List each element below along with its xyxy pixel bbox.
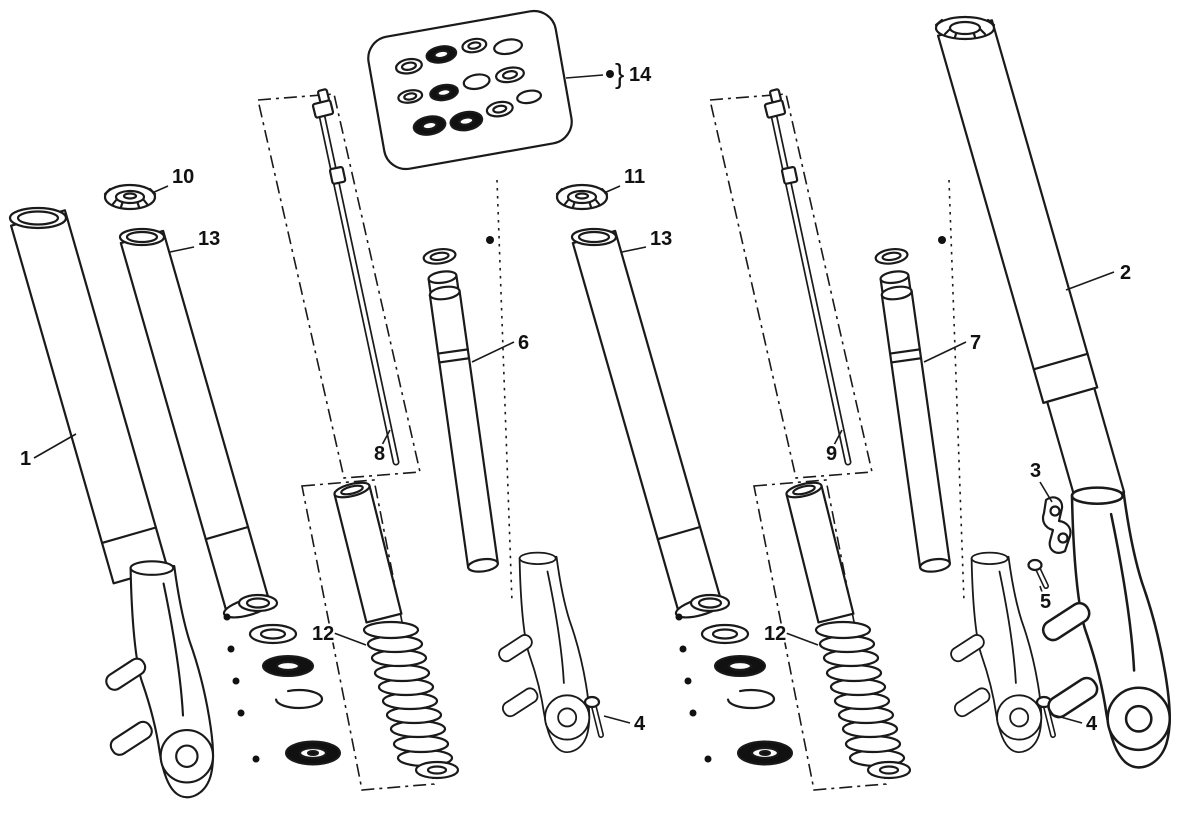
fork-cap-installed (934, 15, 996, 41)
callout-4-right: 4 (1086, 713, 1098, 735)
callout-14: 14 (629, 64, 652, 86)
leader-4-right (1049, 713, 1083, 724)
callout-3: 3 (1030, 460, 1041, 482)
callout-2: 2 (1120, 262, 1131, 284)
leader-13-left (169, 246, 195, 253)
leader-13-right (621, 246, 647, 253)
callout-8: 8 (374, 443, 385, 465)
leader-10 (151, 185, 169, 194)
leader-7 (923, 341, 967, 363)
callout-10: 10 (172, 166, 194, 188)
callout-5: 5 (1040, 591, 1051, 613)
leader-12-right (785, 632, 819, 646)
leader-2 (1065, 271, 1115, 291)
screw-part-5 (1027, 558, 1049, 589)
right-fork-leg (934, 15, 1172, 769)
leader-1 (33, 433, 77, 459)
kit-anchor-dot (606, 70, 614, 78)
callout-12-right: 12 (764, 623, 786, 645)
leader-3 (1039, 481, 1053, 503)
callout-1: 1 (20, 448, 31, 470)
clamp-part-3 (1041, 496, 1072, 554)
leader-5 (1039, 585, 1045, 599)
seal-kit (367, 9, 573, 171)
callout-7: 7 (970, 332, 981, 354)
callout-6: 6 (518, 332, 529, 354)
callout-14-brace: } (615, 58, 624, 89)
callout-13-right: 13 (650, 228, 672, 250)
leader-12-left (333, 632, 367, 646)
leader-11 (603, 185, 621, 194)
leader-14 (565, 74, 604, 79)
leader-lines (33, 70, 1115, 724)
left-fork-leg (8, 206, 215, 799)
leader-8 (381, 429, 391, 446)
callout-11: 11 (624, 166, 645, 188)
callout-13-left: 13 (198, 228, 220, 250)
leader-4-left (603, 715, 631, 724)
leader-9 (833, 429, 843, 446)
callout-labels: 1 2 3 4 4 5 6 7 8 9 10 11 12 12 13 13 } … (18, 56, 1134, 738)
callout-9: 9 (826, 443, 837, 465)
leader-6 (471, 341, 515, 363)
callout-12-left: 12 (312, 623, 334, 645)
callout-4-left: 4 (634, 713, 646, 735)
